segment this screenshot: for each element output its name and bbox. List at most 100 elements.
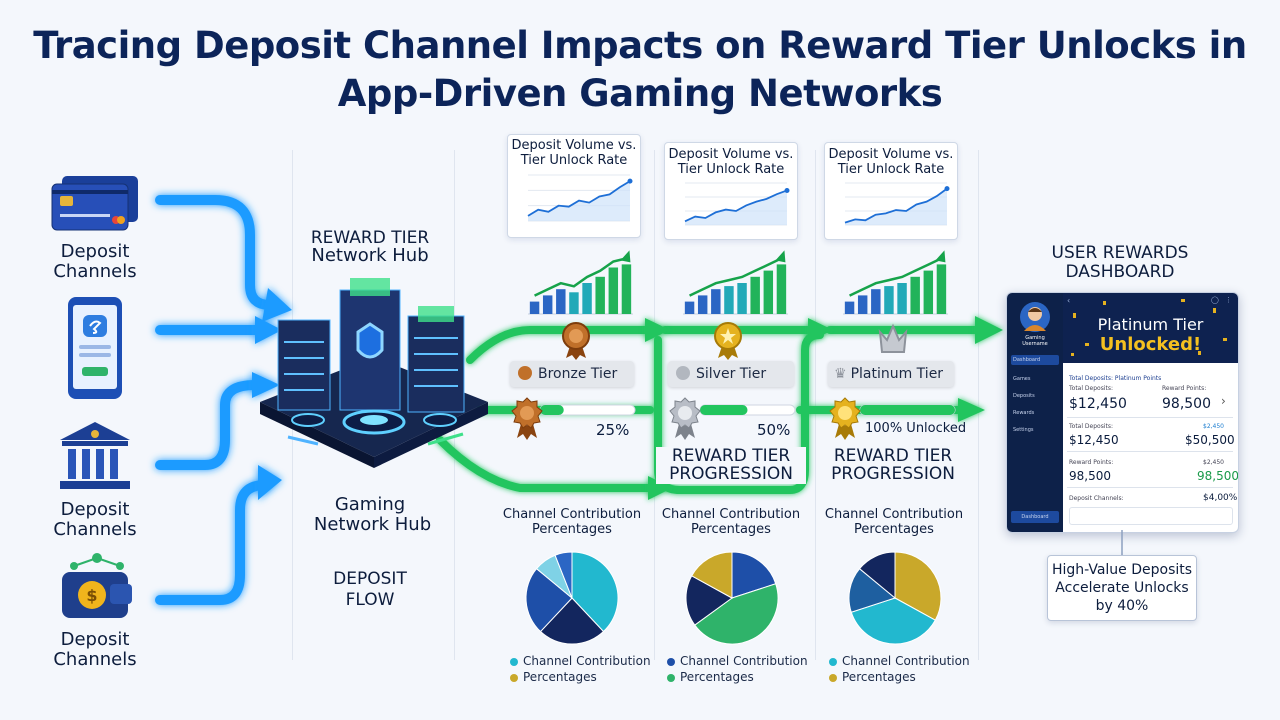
pie-legend-item: Percentages (510, 670, 597, 684)
line-chart-card: Deposit Volume vs. Tier Unlock Rate (507, 134, 641, 238)
bar (608, 267, 619, 314)
row-value-right: 98,500 (1197, 469, 1239, 483)
deposit-channels-label: Deposit Channels (53, 499, 137, 540)
flow-arrow-green (466, 326, 654, 364)
grid-line (978, 150, 979, 660)
user-rewards-dashboard: Gaming Username Dashboard Games Deposits… (1006, 292, 1239, 533)
line-chart-title-line2: Tier Unlock Rate (837, 162, 945, 177)
flow-arrow-blue (155, 195, 275, 310)
bar (910, 276, 920, 314)
sidebar-item-settings[interactable]: Settings (1013, 427, 1034, 433)
bar (871, 289, 881, 314)
callout-line1: High-Value Deposits (1051, 562, 1193, 578)
row-label: Total Deposits: (1069, 385, 1114, 392)
row-right-label: $2,450 (1203, 459, 1224, 466)
line-chart-1 (684, 182, 790, 226)
tier-name: Platinum Tier (850, 366, 944, 382)
progress-label: 50% (757, 421, 791, 439)
row-value-right: $50,500 (1185, 433, 1235, 447)
callout-pointer (1121, 530, 1123, 556)
pie-slice (539, 597, 605, 645)
row-value-left: $12,450 (1069, 433, 1119, 447)
callout-box: High-Value Deposits Accelerate Unlocks b… (1047, 555, 1197, 621)
row-right-label: $2,450 (1203, 423, 1224, 430)
flow-arrow-green (436, 436, 654, 492)
bar (857, 295, 868, 314)
tier-pill-silver: Silver Tier (668, 361, 794, 387)
line-series (844, 187, 948, 224)
progress-label: 25% (596, 421, 630, 439)
line-chart-2 (844, 182, 950, 226)
page-title: Tracing Deposit Channel Impacts on Rewar… (33, 24, 1247, 115)
bronze-medal-icon (511, 397, 543, 440)
row-value-left: 98,500 (1069, 469, 1111, 483)
bar-chart-1 (683, 250, 788, 315)
bar (569, 292, 579, 314)
progression-label-line2: PROGRESSION (656, 465, 806, 484)
pie-legend-item: Percentages (829, 670, 916, 684)
pie-slice (554, 551, 573, 599)
pie-chart-2 (848, 551, 942, 645)
trend-arrow-head (775, 250, 786, 263)
tier-pill-platinum: ♛Platinum Tier (828, 361, 954, 387)
trend-line (534, 257, 627, 297)
sidebar-item-dashboard[interactable]: Dashboard (1011, 355, 1059, 365)
bar (750, 276, 760, 314)
pie-legend-item: Channel Contribution (510, 654, 651, 668)
tier-name: Bronze Tier (538, 366, 618, 382)
row-right-label: Reward Points: (1162, 385, 1207, 392)
back-icon[interactable]: ‹ (1067, 296, 1071, 305)
crown-icon: ♛ (834, 366, 847, 382)
platinum-crown-icon (878, 323, 908, 353)
line-point (944, 186, 950, 192)
sidebar-item-deposits[interactable]: Deposits (1013, 393, 1035, 399)
progression-label-line1: REWARD TIER (656, 447, 806, 466)
pie-slice (850, 597, 936, 645)
flow-arrow-blue (155, 380, 260, 470)
menu-icon[interactable]: ⋮ (1225, 296, 1232, 304)
sidebar-item-games[interactable]: Games (1013, 376, 1031, 382)
banner-title: Platinum Tier (1097, 315, 1204, 334)
input-box[interactable] (1069, 507, 1233, 525)
pie-slice (525, 567, 573, 633)
bar-chart-0 (528, 250, 633, 315)
progression-label-line2: PROGRESSION (831, 464, 955, 484)
silver-medal-icon (669, 397, 701, 440)
banner-subtitle: Unlocked! (1099, 334, 1202, 355)
bar (763, 270, 774, 314)
pie-title-line1: Channel Contribution (661, 507, 801, 522)
pie-title-line2: Percentages (691, 522, 771, 537)
hub-top-label-line1: REWARD TIER (310, 228, 430, 248)
progress-label: 100% Unlocked (865, 421, 967, 436)
trend-arrow-head (620, 250, 631, 263)
pie-slice (571, 551, 619, 633)
deposit-channels-label: Deposit Channels (53, 629, 137, 670)
arrow-head (258, 465, 282, 500)
row-value-right: $4,00% (1203, 493, 1238, 503)
gold-medal-icon (714, 322, 742, 360)
pie-title-line2: Percentages (854, 522, 934, 537)
search-icon[interactable]: ◯ (1211, 296, 1219, 304)
line-chart-title-line1: Deposit Volume vs. (828, 147, 954, 162)
row-label: Deposit Channels: (1069, 495, 1124, 502)
sidebar-bottom-button[interactable]: Dashboard (1011, 511, 1059, 523)
hub-bottom-label-line1: Gaming (334, 494, 406, 515)
line-chart-title-line2: Tier Unlock Rate (677, 162, 785, 177)
deposit-channels-label: Deposit Channels (53, 241, 137, 282)
wallet-icon: $ (62, 553, 132, 618)
chevron-right-icon[interactable]: › (1221, 394, 1226, 408)
sidebar-item-rewards[interactable]: Rewards (1013, 410, 1035, 416)
line-chart-0 (527, 174, 633, 222)
line-point (627, 178, 633, 184)
gold-medal-icon (829, 397, 861, 440)
trend-arrow-head (935, 250, 946, 263)
arrow-head (252, 372, 280, 398)
pie-slice (858, 551, 896, 600)
avatar-username: Gaming Username (1022, 335, 1048, 347)
pie-legend-item: Channel Contribution (667, 654, 808, 668)
bar (684, 301, 695, 314)
bar (697, 295, 708, 314)
bar (884, 286, 894, 314)
divider (1067, 451, 1233, 452)
pie-title-line1: Channel Contribution (824, 507, 964, 522)
